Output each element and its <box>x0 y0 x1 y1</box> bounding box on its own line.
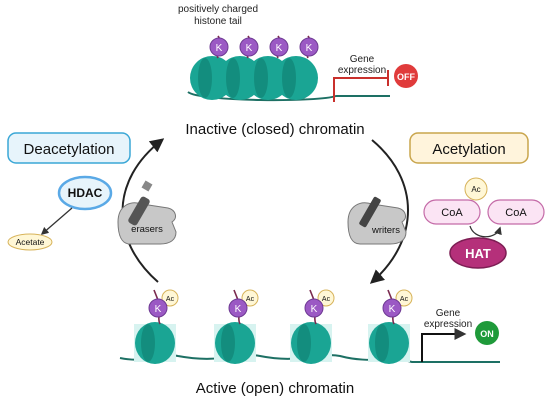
nucleosome-bottom-2 <box>214 322 256 364</box>
svg-text:Ac: Ac <box>166 296 175 303</box>
acetylated-lysine-2: Ac K <box>228 289 259 318</box>
nucleosome-bottom-4 <box>368 322 410 364</box>
writers-label: writers <box>371 225 400 236</box>
on-badge: ON <box>475 321 499 345</box>
acetylation-label: Acetylation <box>432 141 505 158</box>
active-chromatin-group: Ac K Ac K Ac K Ac K Gene expression O <box>119 289 500 397</box>
svg-text:K: K <box>311 304 318 315</box>
svg-text:Ac: Ac <box>246 296 255 303</box>
gene-label-bottom-line1: Gene <box>436 308 461 319</box>
coa-right: CoA <box>487 199 545 225</box>
gene-inhibited-icon <box>333 70 389 102</box>
lysine-top-3: K <box>269 37 289 57</box>
svg-text:K: K <box>306 43 313 54</box>
coa-left: CoA <box>423 199 481 225</box>
svg-text:CoA: CoA <box>441 207 463 219</box>
svg-text:OFF: OFF <box>397 72 415 82</box>
inactive-chromatin-title: Inactive (closed) chromatin <box>185 121 364 138</box>
acetylation-box <box>409 132 529 164</box>
lysine-top-2: K <box>239 37 259 57</box>
off-badge: OFF <box>394 64 418 88</box>
histone-tail-label-line1: positively charged <box>178 4 258 15</box>
svg-text:Acetate: Acetate <box>16 237 45 247</box>
acetylated-lysine-1: Ac K <box>148 289 179 318</box>
writer-hand-icon <box>347 196 407 245</box>
gene-label-top-line1: Gene <box>350 54 375 65</box>
svg-text:Ac: Ac <box>400 296 409 303</box>
hat-enzyme: HAT <box>449 237 507 269</box>
acetylated-lysine-3: Ac K <box>304 289 335 318</box>
lysine-top-1: K <box>209 37 229 57</box>
lysine-top-4: K <box>299 37 319 57</box>
svg-text:K: K <box>216 43 223 54</box>
svg-text:CoA: CoA <box>505 207 527 219</box>
eraser-hand-icon <box>117 180 177 245</box>
svg-text:Ac: Ac <box>322 296 331 303</box>
cycle-arrow-right <box>369 139 409 284</box>
acetylation-group: Acetylation Ac CoA CoA HAT writers <box>347 132 545 269</box>
inactive-chromatin-group: positively charged histone tail K <box>178 4 418 138</box>
svg-text:K: K <box>155 304 162 315</box>
histone-tail-label-line2: histone tail <box>194 16 242 27</box>
hdac-to-acetate-arrow <box>40 207 73 236</box>
erasers-label: erasers <box>131 224 163 235</box>
deacetylation-box <box>7 132 131 164</box>
gene-active-arrow-icon <box>421 328 467 362</box>
deacetylation-group: Deacetylation HDAC Acetate erasers <box>7 132 177 251</box>
dna-strand-top <box>187 91 390 102</box>
nucleosome-bottom-1 <box>134 322 176 364</box>
hdac-enzyme: HDAC <box>57 175 113 211</box>
svg-text:K: K <box>235 304 242 315</box>
acetate-product: Acetate <box>7 233 53 251</box>
svg-text:Ac: Ac <box>471 185 480 194</box>
acetylated-lysine-4: Ac K <box>382 289 413 318</box>
active-chromatin-title: Active (open) chromatin <box>196 380 354 397</box>
acetyl-group-badge: Ac <box>464 177 488 201</box>
nucleosome-bottom-3 <box>290 322 332 364</box>
svg-text:K: K <box>246 43 253 54</box>
gene-label-top-line2: expression <box>338 65 386 76</box>
svg-text:K: K <box>276 43 283 54</box>
deacetylation-label: Deacetylation <box>24 141 115 158</box>
svg-text:K: K <box>389 304 396 315</box>
svg-text:HDAC: HDAC <box>68 186 103 200</box>
gene-label-bottom-line2: expression <box>424 319 472 330</box>
svg-text:ON: ON <box>480 329 494 339</box>
nucleosome-top-4 <box>274 56 318 100</box>
coa-transfer-arrow <box>469 225 502 238</box>
svg-text:HAT: HAT <box>465 246 491 261</box>
